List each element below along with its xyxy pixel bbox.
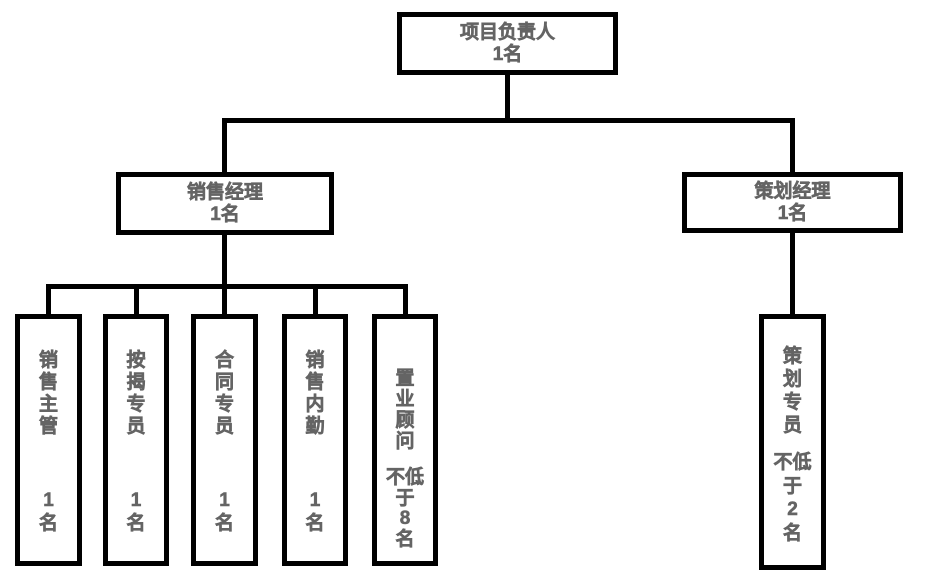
node-sales-office-clerk-count: 1 名 xyxy=(305,490,325,535)
node-contract-specialist-count: 1 名 xyxy=(214,490,235,535)
node-project-leader: 项目负责人 1名 xyxy=(397,12,618,75)
node-mortgage-specialist-count: 1 名 xyxy=(126,490,146,535)
connector-level1-horizontal xyxy=(222,118,795,123)
node-planning-manager-label: 策划经理 1名 xyxy=(754,180,831,224)
node-sales-supervisor-title: 销 售 主 管 xyxy=(38,350,59,438)
node-mortgage-specialist: 按 揭 专 员 1 名 xyxy=(103,314,169,566)
node-contract-specialist-title: 合 同 专 员 xyxy=(214,350,235,438)
node-sales-supervisor-count: 1 名 xyxy=(38,490,59,535)
node-property-consultant: 置 业 顾 问 不低 于 8 名 xyxy=(372,314,438,566)
node-planning-manager: 策划经理 1名 xyxy=(682,172,903,233)
connector-sales-manager-down xyxy=(222,234,227,289)
connector-planning-manager-down xyxy=(790,232,795,314)
node-property-consultant-title: 置 业 顾 问 xyxy=(395,368,415,453)
node-sales-office-clerk-title: 销 售 内 勤 xyxy=(305,350,325,438)
node-planning-specialist-count: 不低 于 2 名 xyxy=(773,452,812,544)
node-mortgage-specialist-title: 按 揭 专 员 xyxy=(126,350,146,438)
node-planning-specialist-title: 策 划 专 员 xyxy=(782,346,803,437)
node-sales-office-clerk: 销 售 内 勤 1 名 xyxy=(282,314,348,566)
node-project-leader-label: 项目负责人 1名 xyxy=(459,21,556,65)
node-sales-supervisor: 销 售 主 管 1 名 xyxy=(15,314,82,566)
connector-stub-sales-office-clerk xyxy=(312,284,318,314)
connector-stub-sales-supervisor xyxy=(46,284,51,314)
node-sales-manager: 销售经理 1名 xyxy=(116,172,334,235)
node-sales-manager-label: 销售经理 1名 xyxy=(186,181,264,225)
connector-stub-property-consultant xyxy=(402,284,408,314)
connector-stub-contract-specialist xyxy=(222,284,227,314)
node-contract-specialist: 合 同 专 员 1 名 xyxy=(191,314,258,566)
connector-stub-mortgage-specialist xyxy=(133,284,139,314)
node-property-consultant-count: 不低 于 8 名 xyxy=(385,467,425,550)
connector-planning-manager-up xyxy=(790,118,795,172)
node-planning-specialist: 策 划 专 员 不低 于 2 名 xyxy=(759,314,826,570)
connector-root-down xyxy=(505,74,510,123)
connector-sales-manager-up xyxy=(222,118,227,172)
